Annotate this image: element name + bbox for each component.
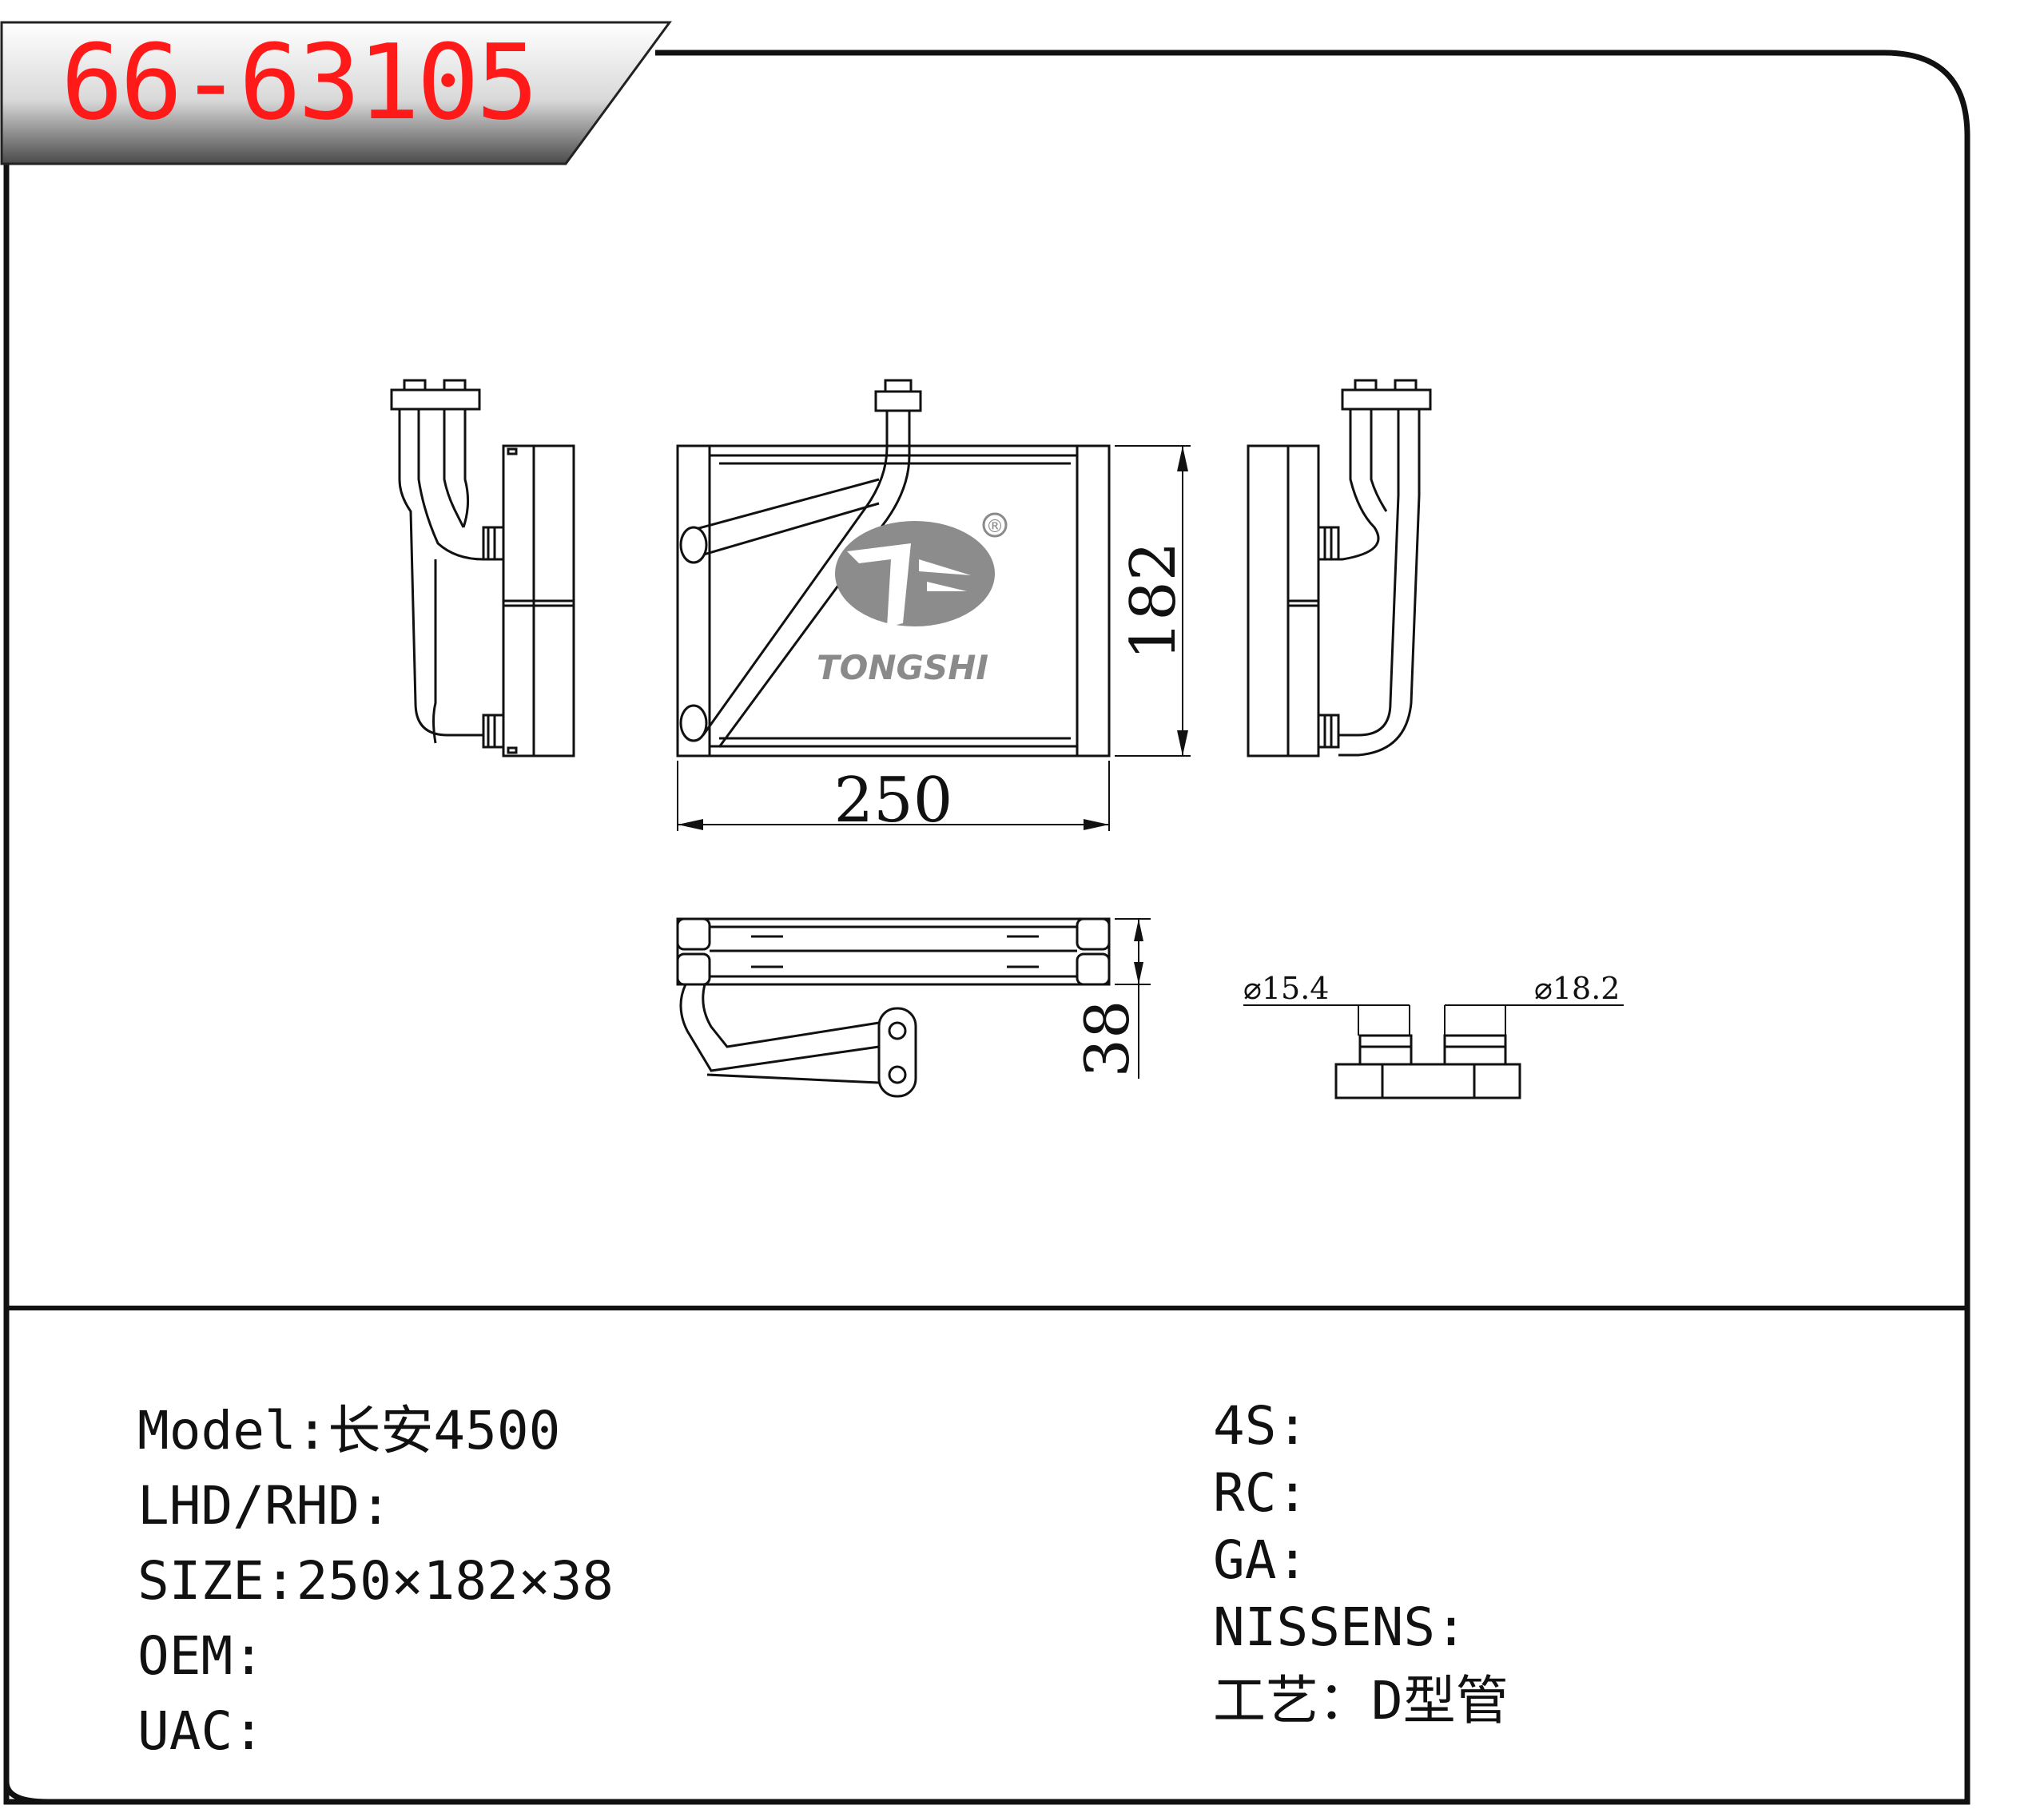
spec-oem-label: OEM: <box>137 1625 264 1687</box>
registered-mark: ® <box>986 517 1004 537</box>
spec-lhd-rhd-label: LHD/RHD: <box>137 1475 392 1537</box>
height-dimension: 182 <box>1118 542 1190 661</box>
spec-process-label: 工艺： <box>1213 1670 1371 1732</box>
left-side-view <box>390 379 575 757</box>
fitting-detail-view <box>1243 1004 1624 1099</box>
spec-4s-label: 4S: <box>1213 1395 1309 1457</box>
pipe-diameter-large: ⌀18.2 <box>1534 971 1620 1006</box>
spec-model: Model:长安4500 <box>137 1405 560 1457</box>
spec-4s: 4S: <box>1213 1400 1308 1453</box>
spec-oem: OEM: <box>137 1630 264 1683</box>
spec-ga-label: GA: <box>1213 1529 1309 1591</box>
spec-process: 工艺：D型管 <box>1213 1675 1509 1728</box>
part-number: 66-63105 <box>61 22 539 143</box>
spec-uac-label: UAC: <box>137 1700 264 1762</box>
depth-dimension: 38 <box>1072 1000 1143 1078</box>
pipe-diameter-small: ⌀15.4 <box>1243 971 1330 1006</box>
top-view <box>676 917 1151 1098</box>
brand-name: TONGSHI <box>817 648 988 687</box>
spec-rc-label: RC: <box>1213 1462 1309 1524</box>
spec-model-value: 长安4500 <box>328 1400 561 1461</box>
spec-uac: UAC: <box>137 1705 264 1758</box>
spec-nissens: NISSENS: <box>1213 1601 1467 1654</box>
right-side-view <box>1247 379 1432 757</box>
front-view: TONGSHI ® <box>676 379 1191 831</box>
spec-size: SIZE:250×182×38 <box>137 1555 614 1608</box>
title-tab <box>0 21 672 165</box>
outer-border <box>3 50 1970 1805</box>
spec-nissens-label: NISSENS: <box>1213 1596 1467 1658</box>
spec-size-label: SIZE: <box>137 1550 296 1612</box>
spec-lhd-rhd: LHD/RHD: <box>137 1480 392 1533</box>
brand-logo-mark <box>835 512 1008 627</box>
spec-rc: RC: <box>1213 1467 1308 1520</box>
spec-ga: GA: <box>1213 1534 1308 1587</box>
spec-size-value: 250×182×38 <box>296 1550 614 1612</box>
width-dimension: 250 <box>834 765 953 837</box>
spec-model-label: Model: <box>137 1400 328 1461</box>
spec-process-value: D型管 <box>1371 1670 1509 1732</box>
